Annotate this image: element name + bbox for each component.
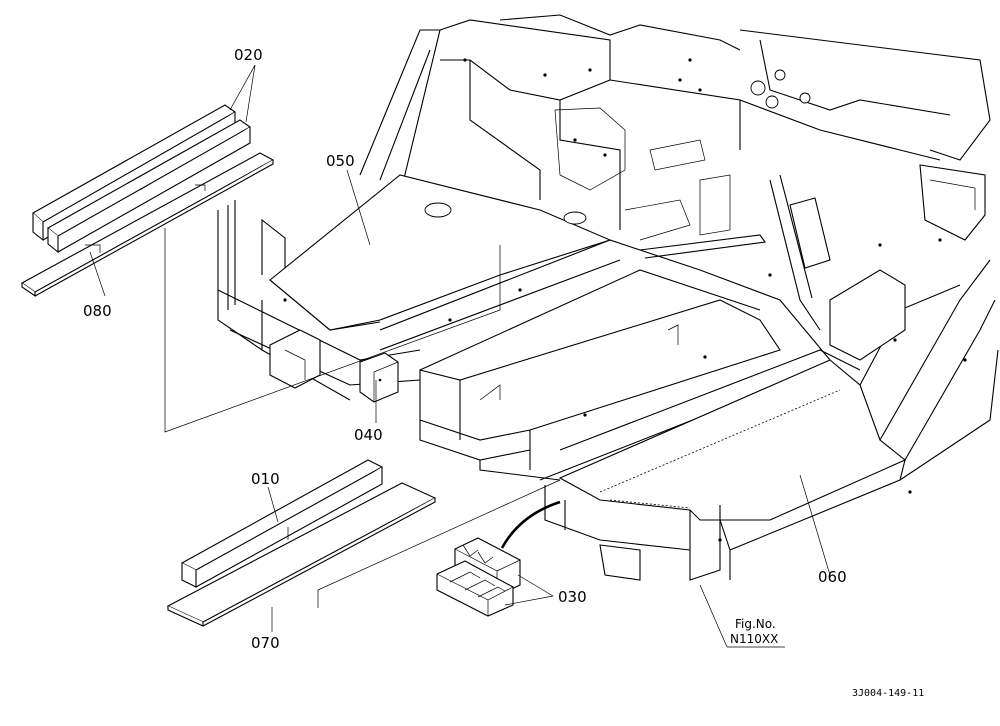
figure-ref-number: N110XX [730, 632, 778, 646]
part-040-block [359, 352, 399, 403]
drawing-code: 3J004-149-11 [852, 688, 924, 699]
figure-ref-label: Fig.No. [735, 617, 776, 631]
callout-020: 020 [234, 46, 263, 64]
part-070-plate [166, 482, 437, 627]
main-frame [217, 14, 999, 581]
curved-cable [500, 500, 561, 549]
callout-030: 030 [558, 588, 587, 606]
part-020-strips [32, 104, 252, 254]
leader-lines [89, 64, 831, 648]
callout-080: 080 [83, 302, 112, 320]
part-030-mat [436, 537, 521, 617]
callout-070: 070 [251, 634, 280, 652]
callout-060: 060 [818, 568, 847, 586]
callout-050: 050 [326, 152, 355, 170]
part-010-beam [180, 459, 384, 588]
callout-040: 040 [354, 426, 383, 444]
part-080-plate [20, 152, 275, 298]
callout-010: 010 [251, 470, 280, 488]
